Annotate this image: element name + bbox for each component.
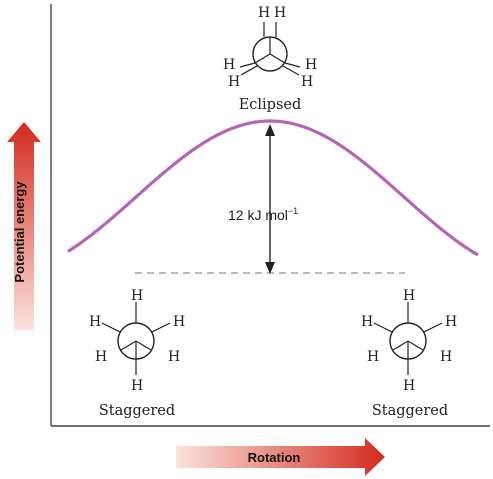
- staggered-right-newman-projection: H H H H H H Staggered: [361, 288, 457, 419]
- potential-energy-arrow: Potential energy: [7, 122, 41, 330]
- eclipsed-label: Eclipsed: [239, 97, 302, 113]
- atom-h: H: [95, 349, 107, 365]
- atom-h: H: [173, 314, 185, 330]
- eclipsed-newman-projection: H H H H H H Eclipsed: [223, 5, 317, 113]
- atom-h: H: [223, 57, 235, 73]
- rotation-arrow: Rotation: [176, 438, 385, 476]
- staggered-right-label: Staggered: [372, 403, 448, 419]
- atom-h: H: [403, 288, 415, 304]
- y-axis-label: Potential energy: [12, 181, 27, 283]
- atom-h: H: [445, 314, 457, 330]
- atom-h: H: [131, 378, 143, 394]
- barrier-label: 12 kJ mol−1: [228, 206, 298, 223]
- atom-h: H: [274, 5, 286, 21]
- atom-h: H: [89, 314, 101, 330]
- atom-h: H: [361, 314, 373, 330]
- barrier-arrow: [265, 124, 275, 274]
- atom-h: H: [403, 378, 415, 394]
- x-axis-label: Rotation: [248, 450, 301, 465]
- energy-curve: [67, 119, 479, 257]
- atom-h: H: [301, 74, 313, 90]
- atom-h: H: [305, 57, 317, 73]
- staggered-left-label: Staggered: [99, 403, 175, 419]
- atom-h: H: [258, 5, 270, 21]
- atom-h: H: [228, 74, 240, 90]
- atom-h: H: [131, 288, 143, 304]
- atom-h: H: [440, 349, 452, 365]
- atom-h: H: [367, 349, 379, 365]
- staggered-left-newman-projection: H H H H H H Staggered: [89, 288, 185, 419]
- atom-h: H: [168, 349, 180, 365]
